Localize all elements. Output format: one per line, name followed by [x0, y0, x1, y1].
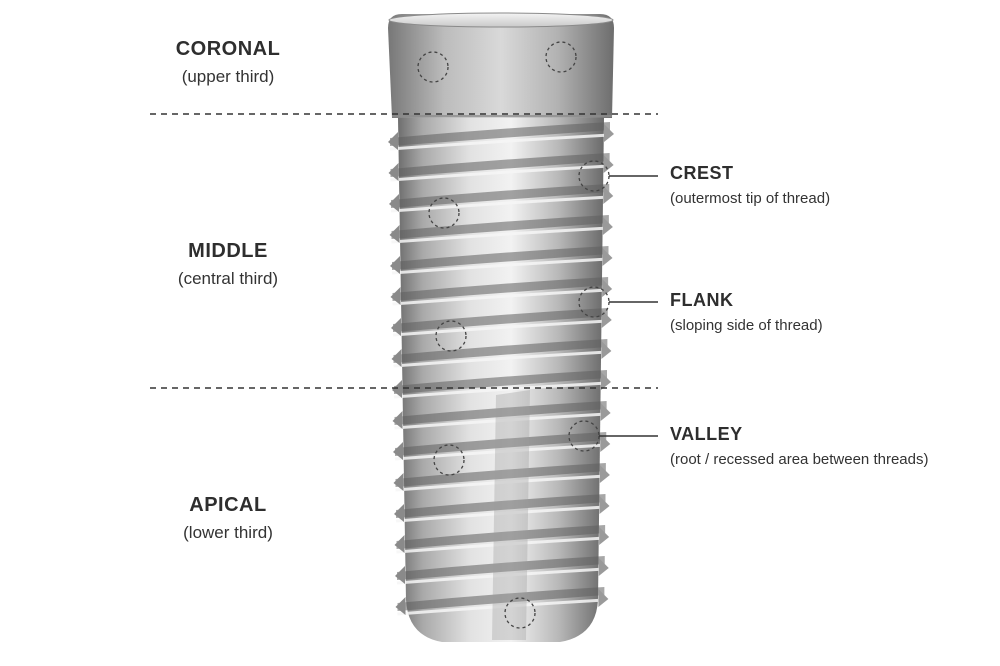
thread-crest	[392, 288, 609, 306]
thread-valley	[393, 308, 608, 332]
thread-crest	[394, 412, 607, 430]
thread-valley	[393, 339, 608, 363]
thread-tip	[602, 248, 613, 266]
thread-valley	[397, 587, 605, 611]
textured-surface	[492, 390, 530, 640]
marker-circle	[433, 444, 465, 476]
callout-crest: CREST (outermost tip of thread)	[670, 163, 830, 207]
thread-tip	[390, 256, 400, 274]
thread-crest	[395, 474, 606, 492]
thread-tip	[391, 349, 402, 367]
region-subtitle: (upper third)	[181, 67, 275, 86]
thread-valley	[395, 463, 606, 487]
region-title: CORONAL	[175, 38, 281, 60]
callout-valley: VALLEY (root / recessed area between thr…	[670, 424, 928, 468]
thread-valley	[392, 277, 609, 301]
thread-crest	[389, 133, 611, 151]
thread-crest	[394, 443, 607, 461]
implant-body	[388, 12, 614, 642]
thread-tip	[394, 504, 404, 522]
region-coronal: CORONAL (upper third)	[118, 38, 338, 87]
thread-pattern	[388, 122, 614, 616]
thread-crest	[390, 164, 610, 182]
thread-tip	[395, 566, 405, 584]
thread-tip	[602, 279, 613, 297]
callout-title: VALLEY	[670, 424, 743, 444]
thread-tip	[388, 163, 399, 181]
marker-circle	[428, 197, 460, 229]
thread-tip	[391, 318, 401, 336]
callout-subtitle: (root / recessed area between threads)	[670, 451, 929, 468]
thread-tip	[604, 124, 614, 142]
callout-subtitle: (sloping side of thread)	[670, 317, 823, 334]
thread-valley	[390, 153, 610, 177]
thread-tip	[598, 558, 609, 576]
thread-crest	[393, 381, 608, 399]
thread-tip	[598, 589, 609, 607]
marker-circle	[435, 320, 467, 352]
thread-tip	[600, 434, 611, 452]
thread-tip	[601, 372, 611, 390]
thread-tip	[599, 465, 610, 483]
region-title: MIDDLE	[188, 240, 268, 262]
thread-crest	[395, 505, 606, 523]
thread-valley	[391, 184, 610, 208]
thread-crest	[396, 536, 606, 554]
thread-tip	[393, 442, 403, 460]
thread-tip	[603, 155, 614, 173]
thread-tip	[395, 597, 406, 615]
region-subtitle: (lower third)	[183, 523, 273, 542]
thread-tip	[393, 473, 404, 491]
thread-tip	[602, 217, 613, 235]
thread-crest	[392, 319, 608, 337]
thread-tip	[389, 225, 400, 243]
thread-tip	[601, 310, 612, 328]
thread-crest	[391, 226, 609, 244]
thread-crest	[397, 598, 605, 616]
thread-valley	[392, 246, 609, 270]
region-title: APICAL	[189, 494, 267, 516]
region-subtitle: (central third)	[177, 269, 279, 288]
thread-tip	[390, 287, 401, 305]
thread-valley	[394, 401, 607, 425]
thread-tip	[599, 527, 610, 545]
callout-subtitle: (outermost tip of thread)	[670, 190, 831, 207]
thread-tip	[389, 194, 399, 212]
thread-crest	[393, 350, 608, 368]
thread-tip	[601, 341, 612, 359]
callout-title: CREST	[670, 163, 734, 183]
callout-flank: FLANK (sloping side of thread)	[670, 290, 823, 334]
collar-top-face	[388, 12, 614, 28]
thread-tip	[599, 496, 610, 514]
thread-tip	[388, 132, 398, 150]
callout-title: FLANK	[670, 290, 734, 310]
thread-tip	[603, 186, 614, 204]
marker-circle	[545, 41, 577, 73]
thread-tip	[392, 411, 403, 429]
thread-tip	[600, 403, 611, 421]
region-middle: MIDDLE (central third)	[118, 240, 338, 289]
thread-tip	[394, 535, 405, 553]
thread-valley	[395, 432, 607, 456]
coronal-collar	[388, 14, 614, 118]
thread-crest	[391, 257, 609, 275]
thread-valley	[396, 525, 606, 549]
thread-valley	[390, 122, 610, 146]
marker-circle	[504, 597, 536, 629]
thread-valley	[396, 494, 606, 518]
marker-circle	[417, 51, 449, 83]
thread-valley	[397, 556, 605, 580]
thread-valley	[391, 215, 609, 239]
thread-tip	[392, 380, 402, 398]
thread-crest	[390, 195, 610, 213]
region-apical: APICAL (lower third)	[118, 494, 338, 543]
thread-crest	[396, 567, 605, 585]
